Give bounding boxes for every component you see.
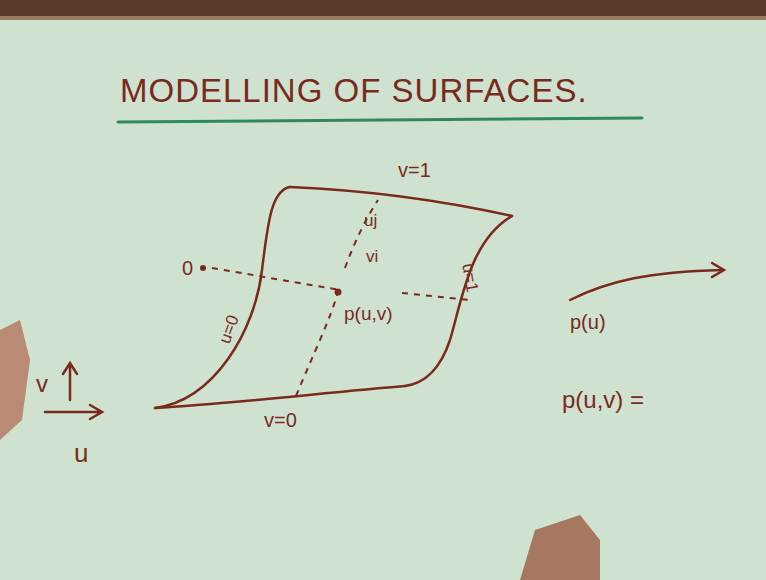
equation-label: p(u,v) = [562,388,644,412]
surface-edge-u1 [405,216,512,386]
iso-label: uj [364,212,377,229]
curve-pu [570,270,722,300]
axis-label: u [74,440,88,466]
iso-v-line [402,293,470,300]
edge-label: u=1 [459,262,481,293]
point-label: p(u,v) [344,304,393,323]
board-title: MODELLING OF SURFACES. [120,74,588,107]
board-frame-edge [0,16,766,20]
hand [0,320,30,440]
title-underline [118,118,642,122]
axis-label: v [36,372,48,396]
board-frame [0,0,766,16]
iso-u-line [345,200,378,268]
surface-edge-u0 [155,187,290,408]
surface-edge-v1 [290,187,512,216]
origin-label: 0 [182,258,193,278]
edge-label: v=0 [264,410,297,430]
curve-label: p(u) [570,312,606,332]
iso-label: vi [366,248,378,265]
arrow-head [712,263,724,277]
iso-v-line [212,268,340,290]
origin-dot [200,265,206,271]
u-axis-arrow [45,405,102,419]
hand [520,515,600,580]
iso-u-line [296,292,338,396]
v-axis-arrow [63,363,77,400]
edge-label: v=1 [398,160,431,180]
surface-point [335,289,342,296]
surface-edge-v0 [155,386,405,408]
